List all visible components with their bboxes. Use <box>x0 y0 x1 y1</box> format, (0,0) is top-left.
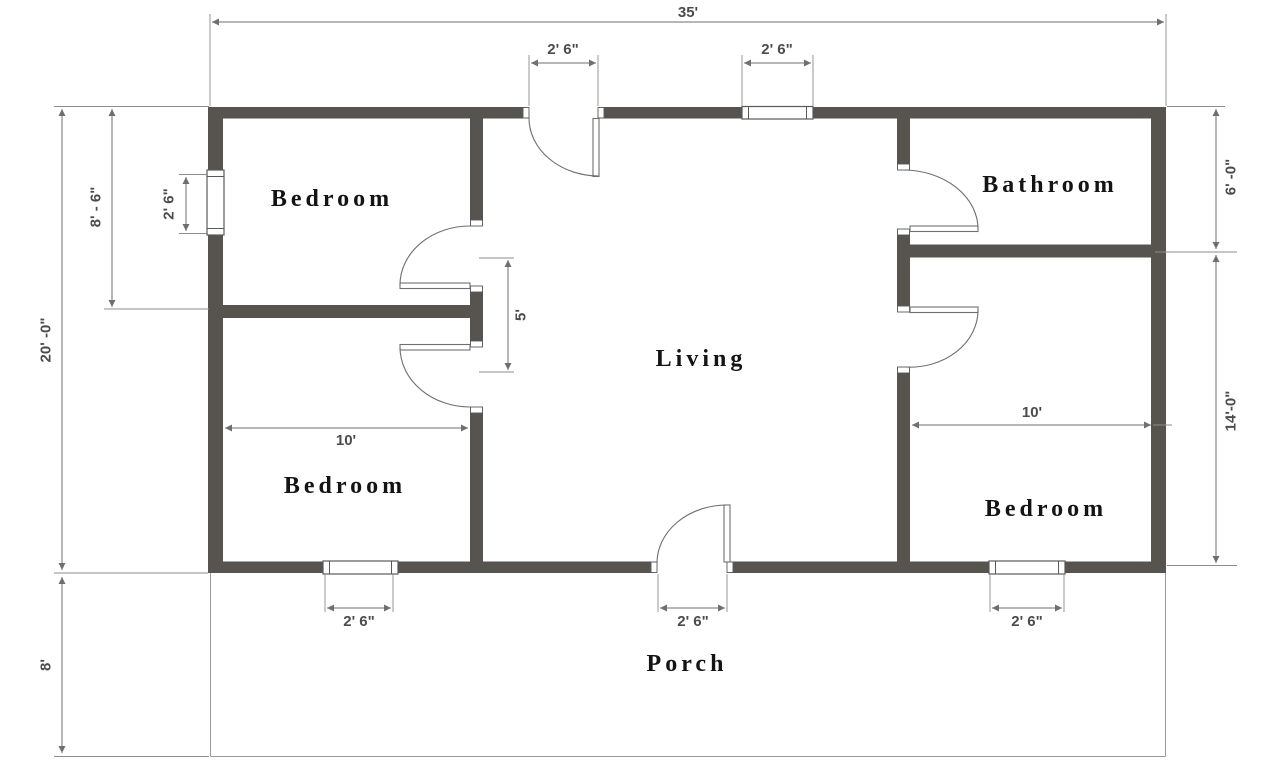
dim-bedroom-r-height: 14'-0" <box>1223 391 1240 432</box>
wall-right <box>1151 107 1166 573</box>
extension-lines <box>54 14 1237 757</box>
dimension-labels: 35' 2' 6" 2' 6" 20' -0" 8' - 6" 2' 6" 8'… <box>38 4 1240 671</box>
room-label-bedroom-top-left: Bedroom <box>271 186 393 212</box>
door-swing-arc <box>528 117 600 177</box>
wall-top <box>210 107 1166 119</box>
door-front-porch <box>656 504 731 564</box>
wall-bedrooms-left <box>222 305 471 318</box>
door-bathroom <box>902 169 979 233</box>
wall-bathroom-bottom <box>909 244 1152 258</box>
dim-window-bl: 2' 6" <box>343 613 375 630</box>
dim-overall-width: 35' <box>678 4 698 21</box>
dim-bedroom-bl-width: 10' <box>336 432 356 449</box>
window-top-wall <box>741 105 814 120</box>
dim-front-door: 2' 6" <box>677 613 709 630</box>
porch-outline <box>210 573 1166 757</box>
dim-window-br: 2' 6" <box>1011 613 1043 630</box>
dim-bedroom-r-width: 10' <box>1022 404 1042 421</box>
wall-openings <box>207 106 1065 574</box>
dim-bedroom-tl-height: 8' - 6" <box>88 187 105 228</box>
dim-top-door: 2' 6" <box>547 41 579 58</box>
door-swing-arc <box>656 504 728 564</box>
window-left-wall <box>206 169 225 236</box>
window-bottom-left <box>322 560 399 575</box>
dim-hall-width: 5' <box>513 309 530 321</box>
door-swing-arc <box>399 346 471 408</box>
room-label-bedroom-bottom-left: Bedroom <box>284 473 406 499</box>
dim-left-window: 2' 6" <box>161 188 178 220</box>
window-bottom-right <box>988 560 1066 575</box>
dim-bathroom-height: 6' -0" <box>1223 159 1240 196</box>
wall-divider-left <box>470 110 483 562</box>
door-leaf <box>399 343 471 351</box>
door-leaf <box>592 117 600 178</box>
door-swing-arc <box>904 309 979 368</box>
dim-overall-height: 20' -0" <box>38 318 55 363</box>
door-bedroom-bottom-left <box>399 343 471 408</box>
door-jamb-caps <box>470 107 910 573</box>
door-leaf <box>723 504 731 563</box>
door-leaf <box>909 306 979 314</box>
room-label-porch: Porch <box>647 651 728 677</box>
door-swing-arc <box>399 225 471 286</box>
door-swing-arc <box>902 169 979 230</box>
room-labels: Bedroom Bedroom Living Bathroom Bedroom … <box>271 172 1118 677</box>
door-leaf <box>399 282 471 290</box>
door-bedroom-top-left <box>399 225 471 290</box>
dim-top-window: 2' 6" <box>761 41 793 58</box>
door-leaf <box>909 225 979 233</box>
door-bedroom-right <box>904 306 979 368</box>
room-label-bathroom: Bathroom <box>982 172 1118 198</box>
room-label-living: Living <box>656 346 747 372</box>
dimension-lines <box>58 18 1220 753</box>
dim-porch-depth: 8' <box>38 659 55 671</box>
room-label-bedroom-right: Bedroom <box>985 496 1107 522</box>
door-top-entry <box>528 117 600 178</box>
